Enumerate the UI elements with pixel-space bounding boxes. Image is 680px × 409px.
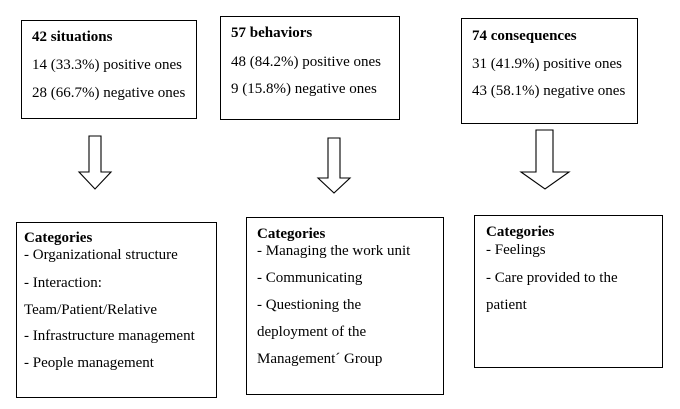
- consequences-negative: 43 (58.1%) negative ones: [472, 83, 626, 99]
- category-item: - Organizational structure: [24, 247, 178, 263]
- category-item: - Care provided to the: [486, 270, 618, 286]
- behaviors-box: 57 behaviors 48 (84.2%) positive ones 9 …: [220, 16, 400, 120]
- category-item: patient: [486, 297, 527, 313]
- consequences-categories-box: Categories - Feelings - Care provided to…: [474, 215, 663, 368]
- category-item: - Interaction:: [24, 275, 102, 291]
- down-arrow-icon: [519, 129, 571, 190]
- behaviors-positive: 48 (84.2%) positive ones: [231, 54, 381, 70]
- category-item: - Managing the work unit: [257, 243, 411, 259]
- consequences-title: 74 consequences: [472, 28, 577, 44]
- down-arrow-icon: [77, 135, 113, 190]
- consequences-positive: 31 (41.9%) positive ones: [472, 56, 622, 72]
- behaviors-negative: 9 (15.8%) negative ones: [231, 81, 377, 97]
- situations-positive: 14 (33.3%) positive ones: [32, 57, 182, 73]
- situations-box: 42 situations 14 (33.3%) positive ones 2…: [21, 20, 197, 119]
- situations-negative: 28 (66.7%) negative ones: [32, 85, 186, 101]
- categories-title: Categories: [486, 224, 555, 240]
- categories-title: Categories: [24, 230, 93, 246]
- behaviors-categories-box: Categories - Managing the work unit - Co…: [246, 217, 444, 395]
- categories-title: Categories: [257, 226, 326, 242]
- consequences-box: 74 consequences 31 (41.9%) positive ones…: [461, 18, 638, 124]
- category-item: - Feelings: [486, 242, 546, 258]
- category-item: - Questioning the: [257, 297, 362, 313]
- category-item: - People management: [24, 355, 154, 371]
- down-arrow-icon: [316, 137, 352, 194]
- behaviors-title: 57 behaviors: [231, 25, 313, 41]
- category-item: Team/Patient/Relative: [24, 302, 158, 318]
- category-item: Management´ Group: [257, 351, 383, 367]
- situations-categories-box: Categories - Organizational structure - …: [16, 222, 217, 398]
- category-item: - Infrastructure management: [24, 328, 195, 344]
- category-item: deployment of the: [257, 324, 367, 340]
- category-item: - Communicating: [257, 270, 363, 286]
- situations-title: 42 situations: [32, 29, 113, 45]
